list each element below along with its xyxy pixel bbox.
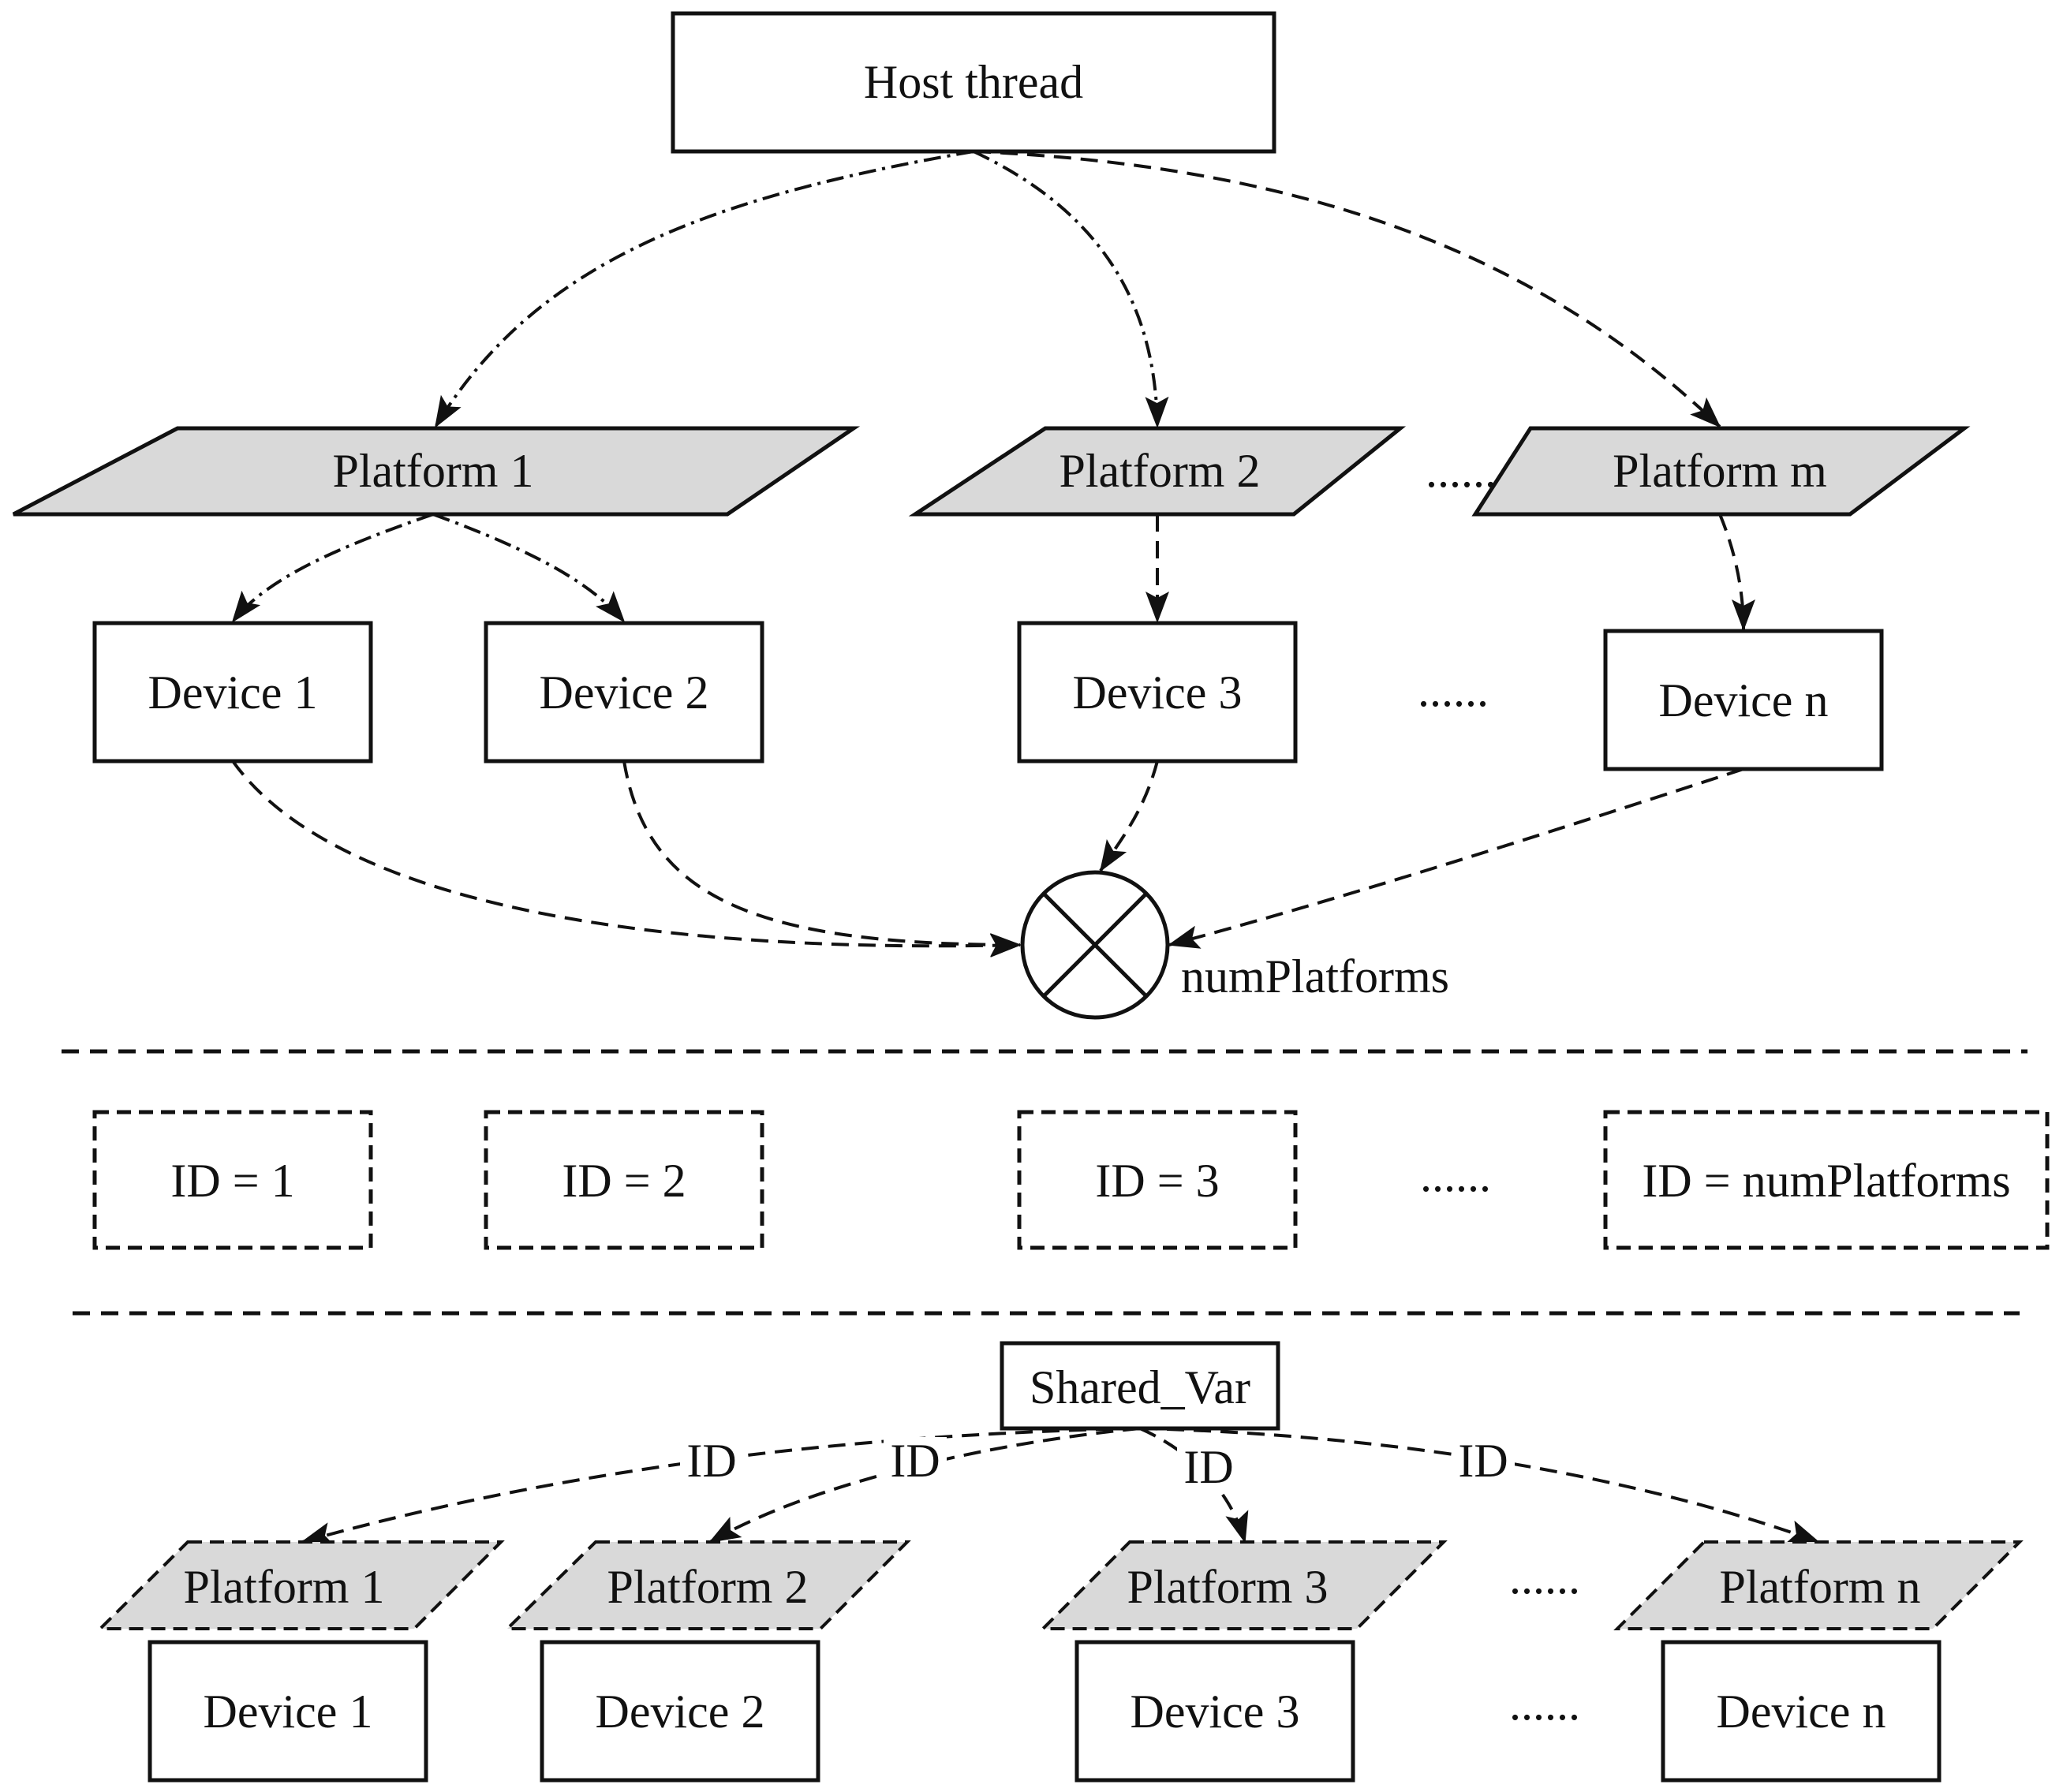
bottom-device-label-n: Device n (1717, 1686, 1886, 1738)
merge-node (1020, 870, 1170, 1020)
platform-label-m: Platform m (1613, 445, 1827, 497)
id-label-n: ID = numPlatforms (1642, 1155, 2010, 1207)
bottom-platform-label-1: Platform 1 (184, 1561, 385, 1613)
edge-device3-merge (1099, 760, 1159, 872)
bottom-platform-label-2: Platform 2 (607, 1561, 809, 1613)
bottom-edges (301, 1427, 1820, 1546)
edge-label-3: ID (1183, 1441, 1233, 1493)
id-label-2: ID = 2 (562, 1155, 686, 1207)
bottom-platform-node-1: Platform 1 (96, 1540, 505, 1630)
edge-platform1-device2 (432, 513, 626, 623)
bottom-device-node-1: Device 1 (148, 1640, 428, 1783)
edge-shared-platform-1 (301, 1427, 1141, 1546)
edge-host-platform-m (973, 150, 1721, 428)
bottom-platform-node-3: Platform 3 (1039, 1540, 1448, 1630)
edge-platform1-device1 (231, 513, 434, 623)
ellipsis-bottom-platforms: ...... (1509, 1551, 1580, 1603)
edge-host-platform-2 (973, 150, 1169, 428)
bottom-device-node-n: Device n (1661, 1640, 1942, 1783)
platform-node-2: Platform 2 (908, 426, 1407, 517)
edge-label-4: ID (1458, 1435, 1508, 1487)
device-label-3: Device 3 (1073, 666, 1243, 719)
device-label-2: Device 2 (540, 666, 709, 719)
id-node-1: ID = 1 (92, 1110, 373, 1250)
ellipsis-devices: ...... (1418, 664, 1489, 716)
id-node-3: ID = 3 (1017, 1110, 1298, 1250)
ellipsis-platforms: ...... (1426, 445, 1497, 497)
platform-node-m: Platform m (1471, 426, 1971, 517)
id-node-n: ID = numPlatforms (1603, 1110, 2050, 1250)
shared-var-label: Shared_Var (1030, 1361, 1250, 1413)
host-thread-label: Host thread (864, 56, 1083, 108)
merge-label: numPlatforms (1181, 950, 1449, 1002)
id-node-2: ID = 2 (484, 1110, 764, 1250)
top-edges (231, 150, 1755, 958)
edge-shared-platform-n (1139, 1427, 1820, 1544)
device-node-2: Device 2 (484, 621, 764, 763)
device-label-n: Device n (1659, 674, 1829, 726)
bottom-device-label-2: Device 2 (596, 1686, 765, 1738)
bottom-device-label-1: Device 1 (204, 1686, 373, 1738)
edge-device2-merge (622, 760, 1022, 957)
edge-host-platform-1 (434, 150, 974, 428)
device-node-3: Device 3 (1017, 621, 1298, 763)
edge-labels: ID ID ID ID (680, 1435, 1515, 1493)
edge-label-1: ID (686, 1435, 736, 1487)
device-label-1: Device 1 (148, 666, 318, 719)
edge-shared-platform-2 (708, 1427, 1141, 1544)
host-thread-node: Host thread (671, 11, 1276, 154)
bottom-platform-node-2: Platform 2 (503, 1540, 911, 1630)
bottom-device-node-3: Device 3 (1074, 1640, 1355, 1783)
id-label-1: ID = 1 (170, 1155, 294, 1207)
bottom-platform-node-n: Platform n (1613, 1540, 2024, 1630)
id-label-3: ID = 3 (1095, 1155, 1219, 1207)
platform-node-1: Platform 1 (12, 426, 861, 517)
device-node-n: Device n (1603, 629, 1884, 771)
bottom-platform-label-n: Platform n (1720, 1561, 1921, 1613)
ellipsis-bottom-devices: ...... (1509, 1678, 1580, 1730)
device-node-1: Device 1 (92, 621, 373, 763)
ellipsis-ids: ...... (1420, 1149, 1491, 1201)
shared-var-node: Shared_Var (1000, 1341, 1280, 1431)
bottom-platform-label-3: Platform 3 (1127, 1561, 1329, 1613)
edge-devicen-merge (1168, 767, 1744, 949)
edge-device1-merge (231, 760, 1022, 958)
bottom-device-label-3: Device 3 (1131, 1686, 1300, 1738)
edge-label-2: ID (890, 1435, 940, 1487)
edge-platformm-devicen (1718, 513, 1755, 631)
bottom-device-node-2: Device 2 (540, 1640, 820, 1783)
platform-label-2: Platform 2 (1060, 445, 1261, 497)
platform-label-1: Platform 1 (333, 445, 534, 497)
